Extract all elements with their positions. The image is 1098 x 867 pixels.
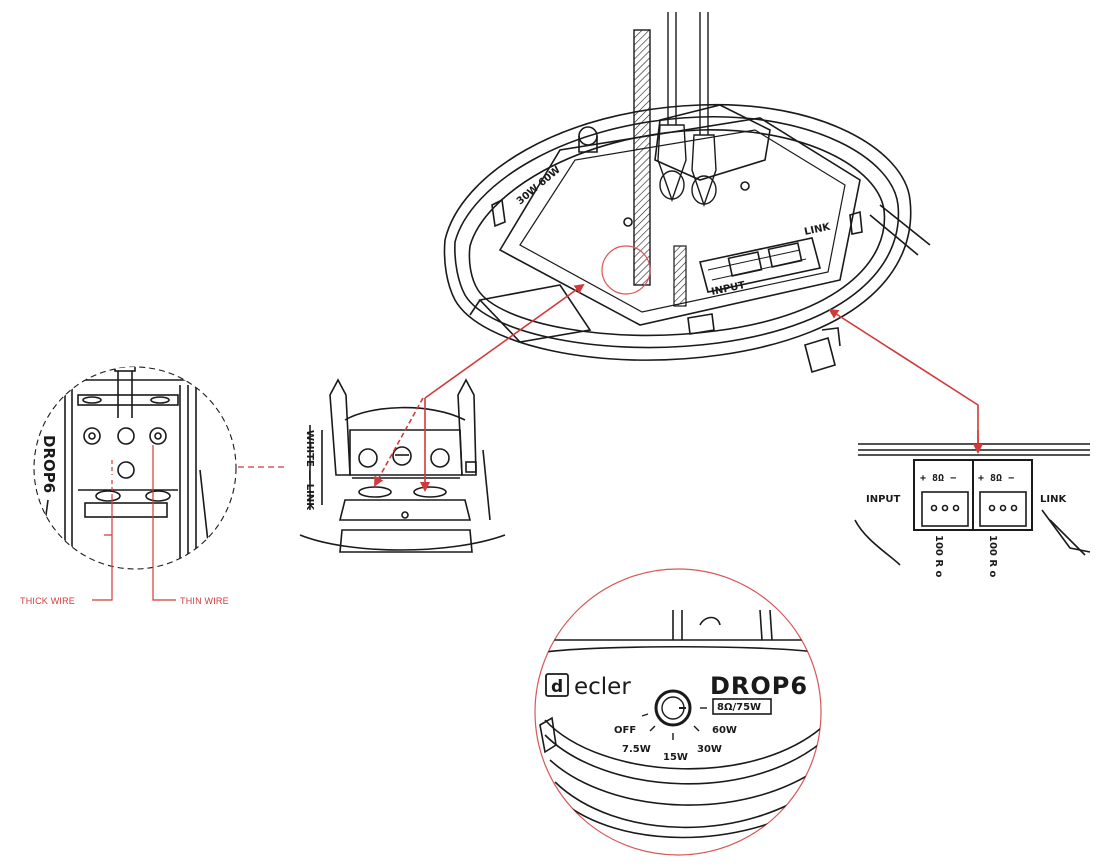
thick-wire-label: THICK WIRE — [20, 596, 75, 606]
svg-text:INPUT: INPUT — [710, 280, 746, 298]
tap-15-label: 15W — [663, 752, 688, 763]
input-label: INPUT — [866, 494, 901, 505]
tap-7-5-label: 7.5W — [622, 744, 651, 755]
model-name: DROP6 — [710, 672, 808, 700]
terminal-link-label: + 8Ω − — [978, 473, 1014, 484]
link-label: LINK — [1040, 494, 1067, 505]
safety-cable — [633, 29, 651, 286]
tap-30-label: 30W — [697, 744, 722, 755]
speaker-back-plate — [443, 103, 931, 374]
zoom-circle-tap-selector: d ecler DROP6 8Ω/75W OFF 7.5W 15W 30W 60… — [534, 568, 822, 856]
terminal-input-tap: 100 R o — [933, 535, 944, 578]
thin-wire-label: THIN WIRE — [180, 596, 229, 606]
brand-logo — [545, 673, 569, 697]
speaker-cables — [657, 12, 717, 208]
brand-logo-letter: d — [551, 677, 563, 697]
tap-knob — [654, 689, 692, 727]
clip-detail — [299, 378, 506, 553]
wire-guides — [92, 445, 176, 601]
svg-text:30W 60W: 30W 60W — [515, 165, 563, 208]
terminal-arrow — [828, 308, 979, 445]
safety-cable-lower — [673, 245, 687, 307]
zoom-circle-wire-clip: DROP6 — [33, 366, 237, 570]
terminal-link-tap: 100 R o — [987, 535, 998, 578]
pointer-arrows — [374, 283, 585, 492]
clip-side-label: WHITE — LINK — [304, 430, 315, 511]
zoom-marker-clip — [601, 245, 651, 295]
terminal-input-label: + 8Ω − — [920, 473, 956, 484]
svg-text:LINK: LINK — [803, 221, 832, 237]
tap-off-label: OFF — [614, 725, 636, 736]
model-side-label: DROP6 — [40, 435, 58, 493]
tap-max-label: 8Ω/75W — [717, 702, 761, 713]
brand-name: ecler — [574, 674, 631, 700]
tap-60-label: 60W — [712, 725, 737, 736]
